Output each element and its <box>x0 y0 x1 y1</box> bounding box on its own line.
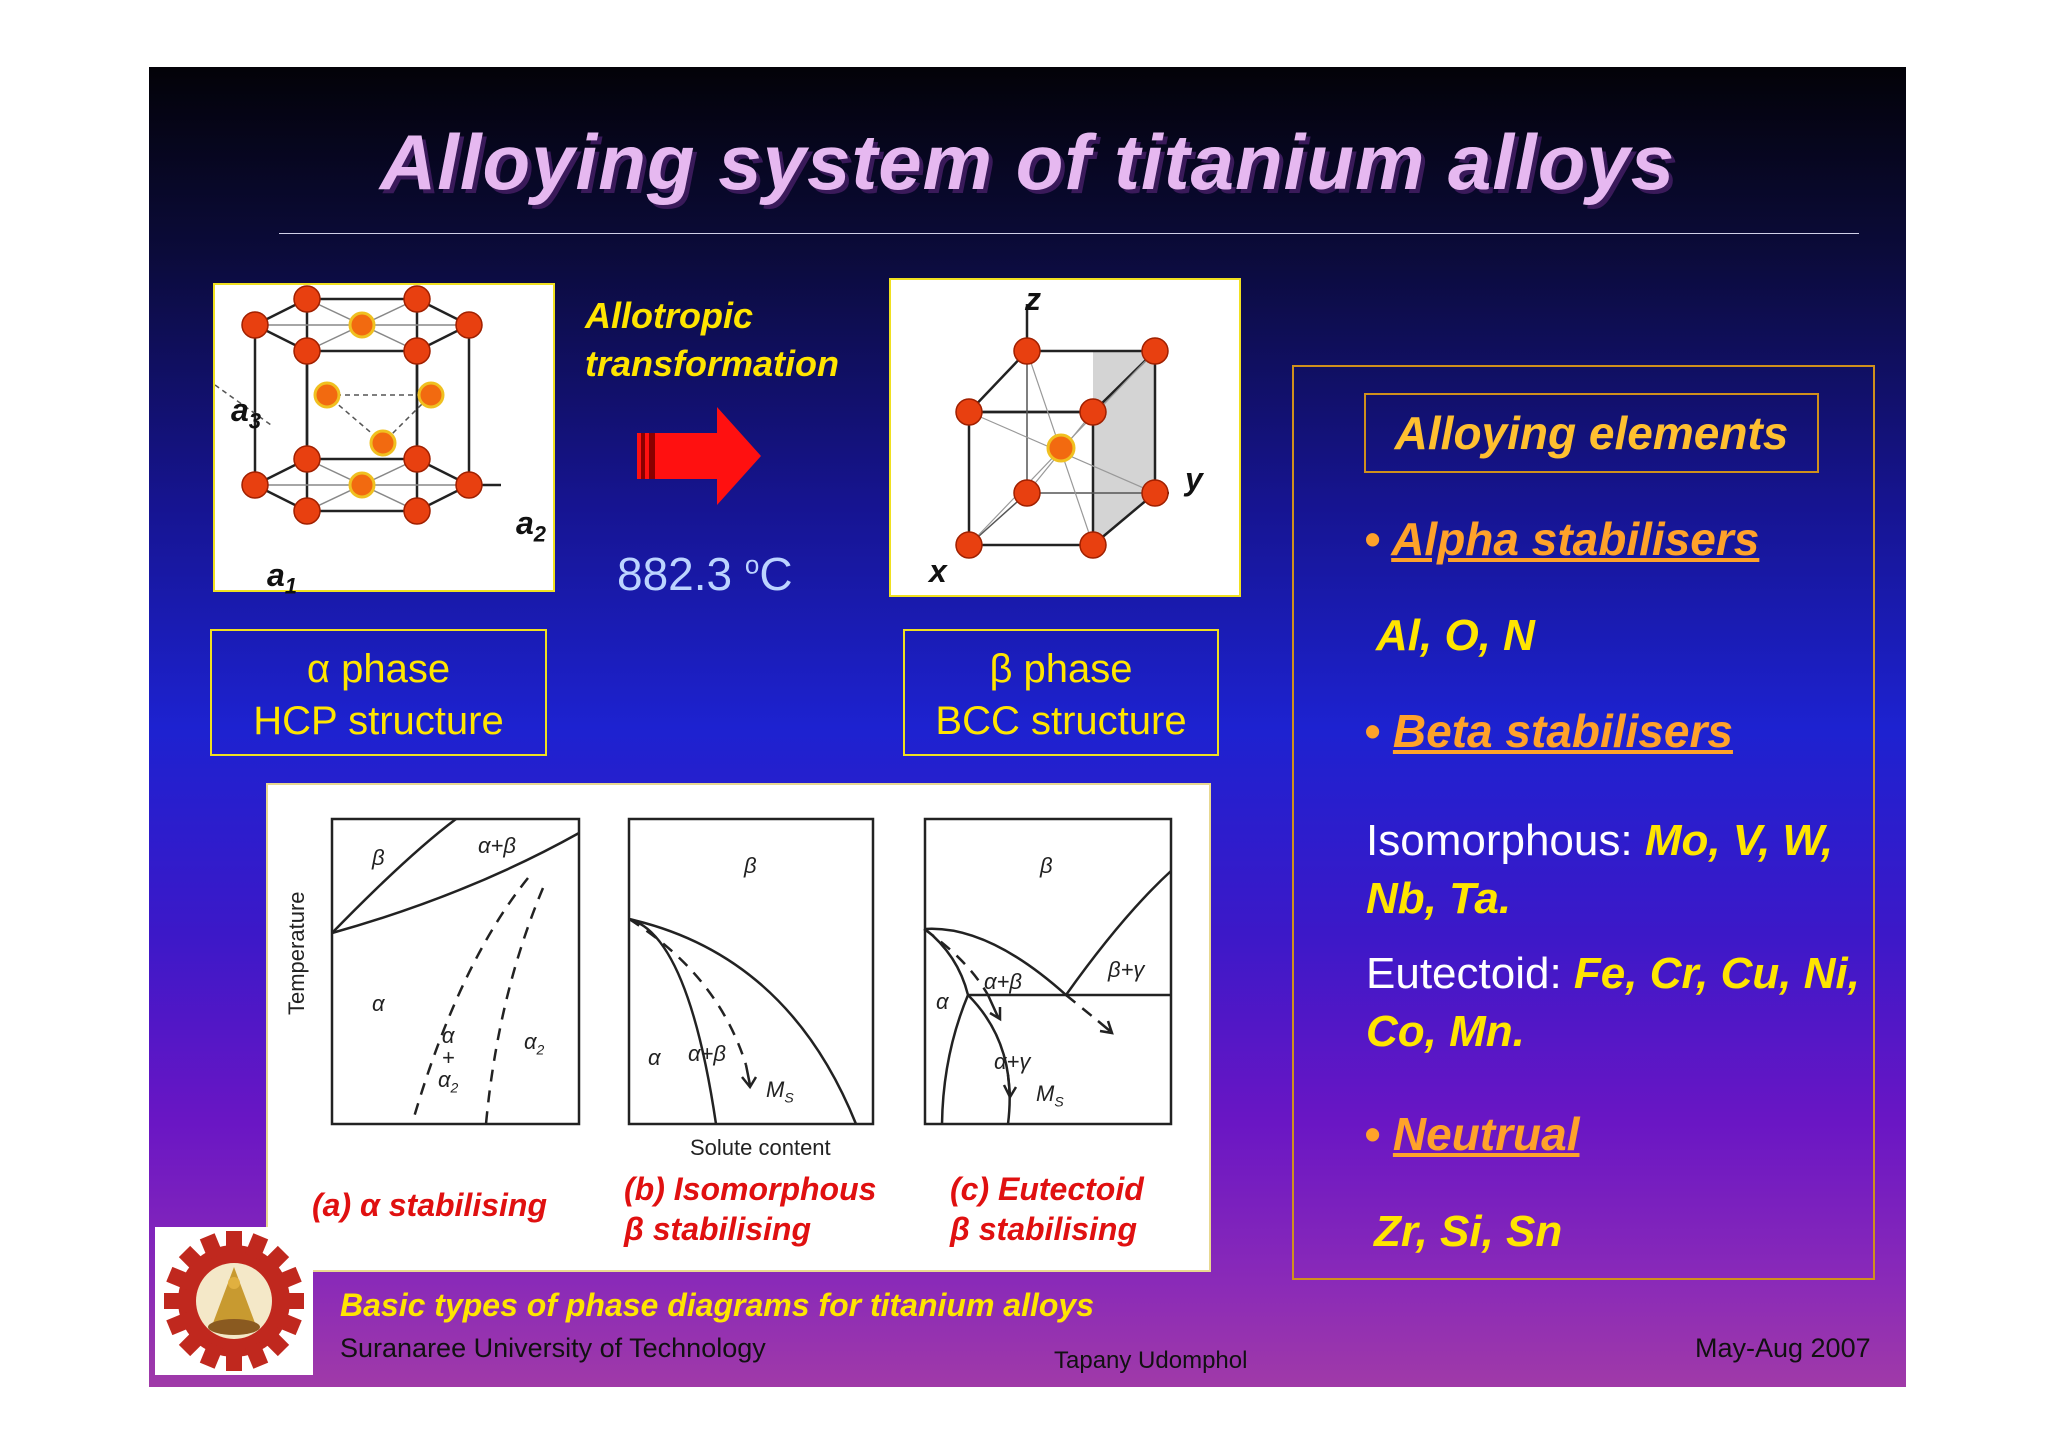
neutral-elements: Zr, Si, Sn <box>1374 1207 1563 1256</box>
slide: Alloying system of titanium alloys <box>149 67 1906 1387</box>
gear-emblem-icon <box>164 1231 304 1371</box>
hcp-lattice-drawing <box>214 285 501 525</box>
isomorphous-elements: Isomorphous: Mo, V, W, Nb, Ta. <box>1366 816 1834 923</box>
diagram-a-beta-region: β <box>372 845 385 870</box>
footer-date: May-Aug 2007 <box>1695 1333 1871 1363</box>
diagram-b-alpha-region: α <box>648 1045 661 1070</box>
bcc-axis-z: z <box>1025 281 1041 317</box>
diagram-b-alpha-beta-region: α+β <box>688 1041 726 1066</box>
alloying-elements-header: Alloying elements <box>1364 393 1819 473</box>
hcp-axis-a2: a2 <box>516 505 547 547</box>
diagram-c-beta-region: β <box>1040 853 1053 878</box>
bcc-lattice-drawing <box>955 304 1169 559</box>
neutral-heading: • Neutrual <box>1364 1108 1580 1160</box>
phase-diagrams-drawing <box>330 817 1173 1126</box>
hcp-axis-a3: a3 <box>231 392 262 434</box>
transformation-line2: transformation <box>585 343 840 384</box>
diagram-b-ms-label: MS <box>766 1077 794 1106</box>
alloying-elements-panel: Alloying elements • Alpha stabilisers Al… <box>1292 365 1875 1280</box>
diagram-b-beta-region: β <box>744 853 757 878</box>
hcp-structure-image <box>213 283 555 592</box>
beta-phase-structure: BCC structure <box>935 699 1187 743</box>
diagram-xlabel: Solute content <box>690 1135 831 1160</box>
transformation-label: Allotropic transformation <box>585 292 839 388</box>
diagram-c-alpha-gamma-region: α+γ <box>994 1049 1031 1074</box>
caption-a: (a) α stabilising <box>312 1187 547 1223</box>
diagram-a-alpha2-region: α2 <box>524 1029 545 1058</box>
transformation-line1: Allotropic <box>585 295 753 336</box>
alpha-stabiliser-elements: Al, O, N <box>1376 611 1535 660</box>
alpha-phase-box: α phase HCP structure <box>210 629 547 756</box>
beta-phase-name: β phase <box>989 647 1133 691</box>
right-arrow-icon <box>637 407 761 505</box>
diagram-c-ms-label: MS <box>1036 1081 1064 1110</box>
slide-title: Alloying system of titanium alloys <box>379 118 1676 206</box>
diagram-c-alpha-region: α <box>936 989 949 1014</box>
eutectoid-elements: Eutectoid: Fe, Cr, Cu, Ni, Co, Mn. <box>1366 949 1860 1056</box>
diagram-c-beta-gamma-region: β+γ <box>1108 957 1145 982</box>
alpha-phase-structure: HCP structure <box>253 699 504 743</box>
phase-diagrams-panel: Temperature Solute content β α+β α α+α2 … <box>266 783 1211 1272</box>
alpha-phase-name: α phase <box>306 647 451 691</box>
university-logo <box>155 1227 313 1375</box>
diagram-a-alpha-region: α <box>372 991 385 1016</box>
bcc-structure-image <box>889 278 1241 597</box>
diagram-a-alpha-beta-region: α+β <box>478 833 516 858</box>
hcp-axis-a1: a1 <box>267 557 298 599</box>
title-divider <box>279 233 1859 234</box>
footer-university: Suranaree University of Technology <box>340 1333 766 1363</box>
diagram-ylabel: Temperature <box>284 891 309 1015</box>
transformation-temperature: 882.3 oC <box>617 548 793 600</box>
bcc-axis-y: y <box>1185 461 1203 497</box>
footer-author: Tapany Udomphol <box>1054 1347 1248 1374</box>
alpha-stabilisers-heading: • Alpha stabilisers <box>1364 513 1760 565</box>
beta-stabilisers-heading: • Beta stabilisers <box>1364 705 1733 757</box>
beta-phase-box: β phase BCC structure <box>903 629 1219 756</box>
diagram-c-alpha-beta-region: α+β <box>984 969 1022 994</box>
diagram-a-alpha-alpha2-region: α+α2 <box>438 1023 459 1096</box>
bcc-axis-x: x <box>929 553 947 589</box>
figure-caption: Basic types of phase diagrams for titani… <box>340 1287 1094 1323</box>
